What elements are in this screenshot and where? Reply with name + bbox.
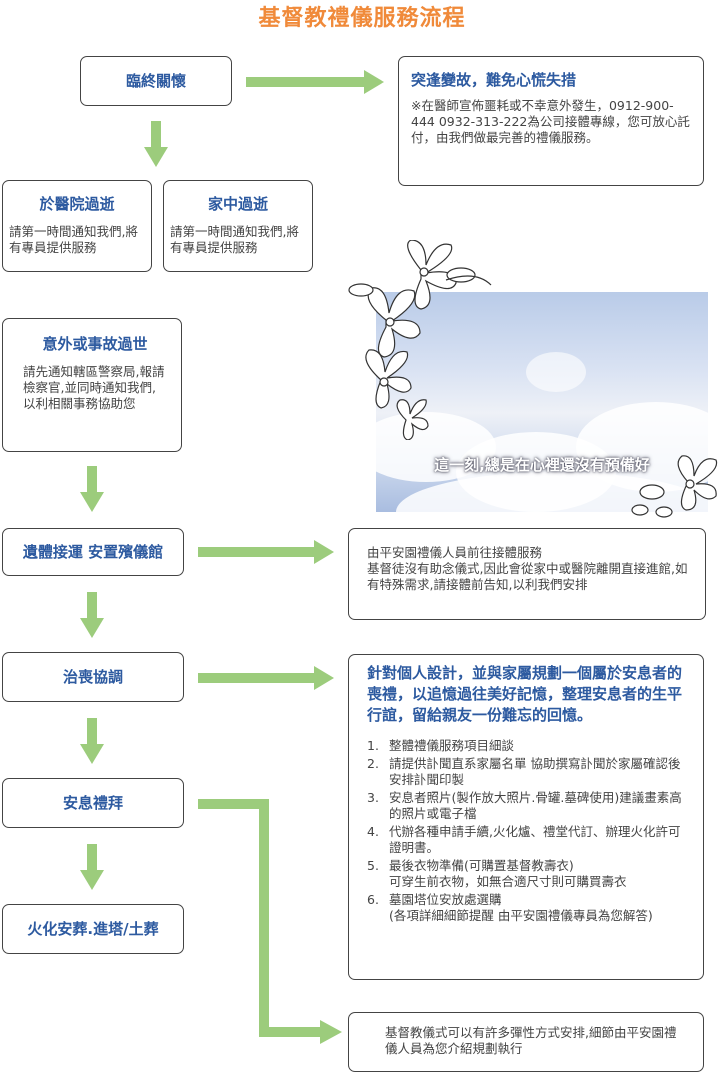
list-item-text: 請提供訃聞直系家屬名單 協助撰寫訃聞於家屬確認後安排訃聞印製	[389, 756, 681, 787]
list-item-number: 2.	[367, 756, 379, 771]
accident-heading: 意外或事故過世	[42, 335, 148, 353]
orchid-decoration-icon	[631, 455, 718, 518]
list-item-number: 6.	[367, 892, 379, 907]
hospital-text: 請第一時間通知我們,將有專員提供服務	[9, 224, 138, 255]
step-label: 火化安葬.進塔/土葬	[27, 920, 159, 938]
step-label: 安息禮拜	[62, 794, 123, 812]
list-item: 3. 安息者照片(製作放大照片.骨罐.墓碑使用)建議畫素高的照片或電子檔	[367, 790, 689, 822]
step-hospital-death: 於醫院過逝 請第一時間通知我們,將有專員提供服務	[2, 180, 152, 272]
step-cremation-burial: 火化安葬.進塔/土葬	[2, 904, 184, 954]
list-item-text: 安息者照片(製作放大照片.骨罐.墓碑使用)建議畫素高的照片或電子檔	[389, 790, 682, 821]
memorial-photo: 這一刻,總是在心裡還沒有預備好	[376, 292, 708, 512]
accident-text: 請先通知轄區警察局,報請檢察官,並同時通知我們,以利相關事務協助您	[23, 364, 165, 411]
emergency-text: ※在醫師宣佈噩耗或不幸意外發生，0912-900-444 0932-313-22…	[411, 98, 690, 145]
list-item-text: 墓園塔位安放處選購 (各項詳細細節提醒 由平安園禮儀專員為您解答)	[389, 892, 653, 923]
transfer-text: 由平安園禮儀人員前往接體服務 基督徒沒有助念儀式,因此會從家中或醫院離開直接進館…	[367, 545, 688, 592]
step-funeral-coordination: 治喪協調	[2, 652, 184, 702]
list-item-number: 5.	[367, 858, 379, 873]
transfer-note: 由平安園禮儀人員前往接體服務 基督徒沒有助念儀式,因此會從家中或醫院離開直接進館…	[348, 528, 706, 620]
step-label: 治喪協調	[62, 668, 123, 686]
list-item: 5. 最後衣物準備(可購置基督教壽衣) 可穿生前衣物，如無合適尺寸則可購買壽衣	[367, 858, 689, 890]
step-home-death: 家中過逝 請第一時間通知我們,將有專員提供服務	[163, 180, 313, 272]
step-label: 臨終關懷	[125, 72, 186, 90]
list-item-number: 4.	[367, 824, 379, 839]
arrow-right-icon	[198, 540, 334, 564]
home-text: 請第一時間通知我們,將有專員提供服務	[170, 224, 299, 255]
page-title: 基督教禮儀服務流程	[258, 6, 466, 31]
emergency-note: 突逢變故，難免心慌失措 ※在醫師宣佈噩耗或不幸意外發生，0912-900-444…	[398, 56, 704, 186]
arrow-right-icon	[246, 70, 384, 94]
list-item-number: 3.	[367, 790, 379, 805]
elbow-arrow-icon	[198, 799, 342, 1044]
list-item: 1. 整體禮儀服務項目細談	[367, 738, 689, 754]
step-accident-death: 意外或事故過世 請先通知轄區警察局,報請檢察官,並同時通知我們,以利相關事務協助…	[2, 318, 182, 452]
list-item-number: 1.	[367, 738, 379, 753]
final-text: 基督教儀式可以有許多彈性方式安排,細節由平安園禮儀人員為您介紹規劃執行	[385, 1025, 677, 1056]
arrow-down-icon	[144, 121, 168, 167]
step-body-transfer: 遺體接運 安置殯儀館	[2, 528, 184, 576]
planning-list: 1. 整體禮儀服務項目細談 2. 請提供訃聞直系家屬名單 協助撰寫訃聞於家屬確認後安排…	[367, 738, 689, 924]
final-note: 基督教儀式可以有許多彈性方式安排,細節由平安園禮儀人員為您介紹規劃執行	[348, 1012, 704, 1072]
list-item: 4. 代辦各種申請手續,火化爐、禮堂代訂、辦理火化許可證明書。	[367, 824, 689, 856]
orchid-decoration-icon	[348, 240, 492, 440]
step-label: 遺體接運 安置殯儀館	[22, 543, 164, 561]
step-memorial-service: 安息禮拜	[2, 778, 184, 828]
hospital-heading: 於醫院過逝	[39, 195, 115, 213]
emergency-heading: 突逢變故，難免心慌失措	[411, 71, 577, 89]
arrow-right-icon	[198, 666, 334, 690]
list-item-text: 代辦各種申請手續,火化爐、禮堂代訂、辦理火化許可證明書。	[389, 824, 681, 855]
arrow-down-icon	[80, 466, 104, 512]
list-item: 6. 墓園塔位安放處選購 (各項詳細細節提醒 由平安園禮儀專員為您解答)	[367, 892, 689, 924]
planning-note: 針對個人設計，並與家屬規劃一個屬於安息者的喪禮，以追憶過往美好記憶，整理安息者的…	[348, 654, 704, 980]
photo-caption: 這一刻,總是在心裡還沒有預備好	[434, 456, 650, 474]
arrow-down-icon	[80, 592, 104, 638]
list-item: 2. 請提供訃聞直系家屬名單 協助撰寫訃聞於家屬確認後安排訃聞印製	[367, 756, 689, 788]
arrow-down-icon	[80, 718, 104, 764]
home-heading: 家中過逝	[207, 195, 268, 213]
list-item-text: 最後衣物準備(可購置基督教壽衣) 可穿生前衣物，如無合適尺寸則可購買壽衣	[389, 858, 627, 889]
planning-heading: 針對個人設計，並與家屬規劃一個屬於安息者的喪禮，以追憶過往美好記憶，整理安息者的…	[367, 664, 683, 724]
list-item-text: 整體禮儀服務項目細談	[389, 738, 515, 753]
arrow-down-icon	[80, 844, 104, 890]
step-end-of-life-care: 臨終關懷	[80, 56, 232, 106]
